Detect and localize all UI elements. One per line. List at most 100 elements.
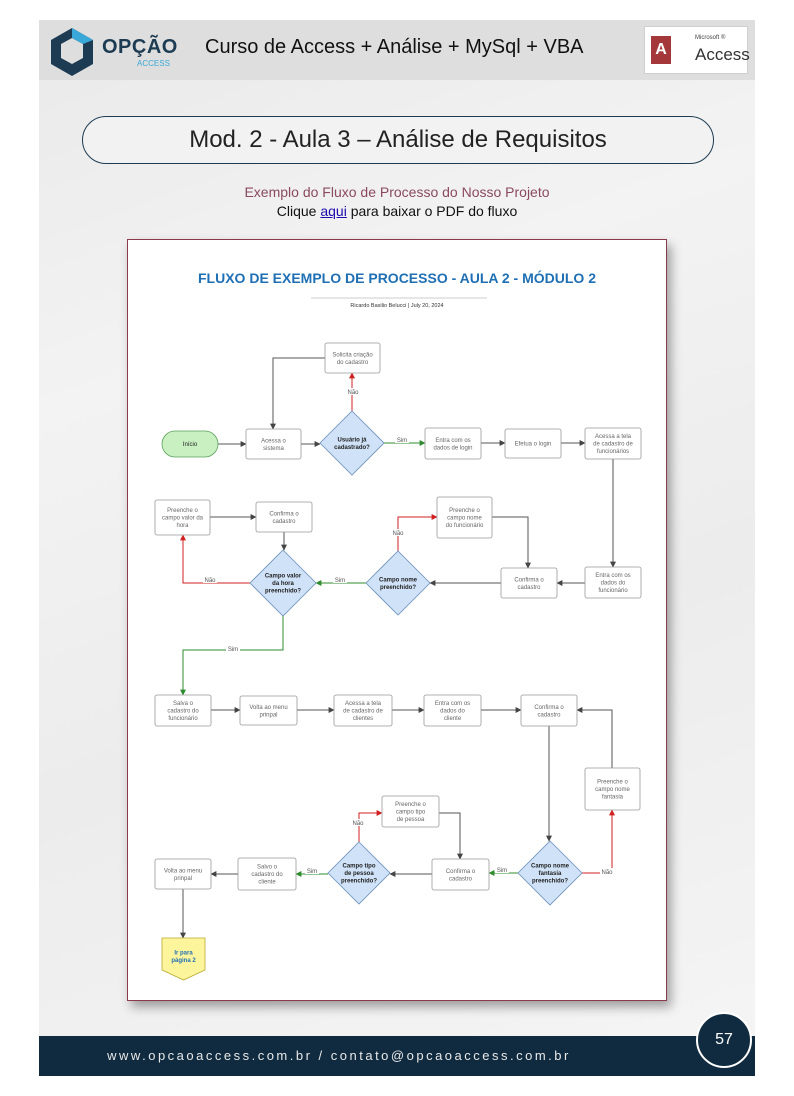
edge-label-sim: Sim — [335, 578, 345, 584]
lesson-title: Mod. 2 - Aula 3 – Análise de Requisitos — [82, 116, 714, 164]
flow-edges — [180, 357, 616, 939]
node-shape — [381, 795, 440, 828]
edge-label-nao: Não — [204, 578, 216, 584]
node-label: sistema — [263, 446, 284, 452]
flow-node-inicio: Início — [161, 430, 219, 458]
node-label: funcionário — [598, 588, 628, 594]
node-shape — [431, 858, 490, 891]
flow-connector — [180, 534, 250, 584]
node-shape — [154, 858, 212, 890]
node-shape — [436, 496, 493, 539]
node-label: Preenche o — [167, 508, 198, 514]
flow-node-acessa-sistema: Acessa o sistema — [245, 428, 302, 460]
node-shape — [500, 567, 558, 599]
flow-connector — [492, 516, 531, 569]
node-label: preenchido? — [341, 879, 377, 885]
node-label: de pessoa — [344, 871, 374, 877]
node-label: fantasia — [539, 871, 562, 877]
node-label: do cadastro — [337, 360, 369, 366]
edge-label-bg — [346, 388, 360, 395]
download-line: Clique aqui para baixar o PDF do fluxo — [39, 203, 755, 219]
node-label: cadastro — [449, 876, 473, 882]
flow-connector — [439, 812, 463, 860]
node-label: Confirma o — [269, 511, 299, 517]
node-label: Preenche o — [449, 508, 480, 514]
opcao-logo: OPÇÃO ACCESS — [47, 26, 177, 76]
node-label: de pessoa — [397, 817, 425, 823]
flow-nodes: Início Acessa o sistema Usuário já cadastrad… — [154, 342, 642, 981]
node-label: Acessa a tela — [345, 701, 382, 707]
node-label: campo tipo — [396, 810, 426, 816]
download-link[interactable]: aqui — [320, 203, 347, 219]
node-label: campo nome — [447, 516, 482, 522]
node-shape — [584, 427, 642, 460]
flow-title: FLUXO DE EXEMPLO DE PROCESSO - AULA 2 - … — [198, 269, 596, 286]
node-label: Campo tipo — [343, 864, 376, 870]
flow-connector — [576, 707, 613, 768]
node-label: Campo nome — [531, 864, 570, 870]
access-brand: Microsoft ® — [695, 35, 726, 41]
flow-connector — [180, 616, 284, 696]
flow-node-campo-nome: Campo nome preenchido? — [365, 550, 431, 616]
node-label: cadastrado? — [334, 445, 370, 451]
node-label: cadastro — [537, 712, 561, 718]
node-label: Campo valor — [265, 574, 302, 580]
node-shape — [154, 694, 212, 727]
node-shape — [333, 694, 393, 727]
flow-connector — [358, 810, 383, 842]
download-prefix: Clique — [276, 203, 321, 219]
edge-label-nao: Não — [601, 870, 613, 876]
node-label: campo valor da — [162, 516, 204, 522]
node-label: Entra com os — [435, 438, 470, 444]
node-label: cliente — [258, 880, 276, 886]
node-label: Volta ao menu — [249, 705, 287, 711]
node-shape — [365, 550, 431, 616]
node-label: do funcionário — [446, 523, 484, 529]
node-shape — [161, 937, 206, 981]
node-label: cadastro do — [167, 709, 199, 715]
edge-label-bg — [305, 867, 319, 874]
node-label: de cadastro de — [593, 442, 633, 448]
node-label: Campo nome — [379, 577, 418, 583]
access-logo: A Microsoft ® Access — [644, 26, 750, 74]
node-label: Usuário já — [337, 437, 367, 443]
node-label: dados de login — [433, 445, 472, 451]
node-label: Salva o — [173, 701, 194, 707]
node-label: Preenche o — [395, 802, 426, 808]
node-label: cadastro — [517, 585, 541, 591]
flow-connector — [582, 809, 615, 874]
edge-label-bg — [495, 866, 509, 873]
node-shape — [584, 767, 641, 811]
node-label: funcionários — [597, 449, 629, 455]
node-label: Ir para — [174, 950, 193, 956]
node-label: Entra com os — [595, 573, 630, 579]
node-label: campo nome — [595, 787, 630, 793]
flow-node-usuario-cadastrado: Usuário já cadastrado? — [319, 410, 385, 476]
footer-contact: www.opcaoaccess.com.br / contato@opcaoac… — [107, 1048, 571, 1063]
edge-label-bg — [203, 576, 217, 583]
edge-label-nao: Não — [352, 821, 364, 827]
node-label: preenchido? — [380, 585, 416, 591]
edge-label-bg — [226, 645, 240, 652]
flow-byline: Ricardo Basilio Belucci | July 20, 2024 — [350, 303, 443, 309]
node-shape — [239, 695, 298, 726]
node-shape — [249, 549, 317, 617]
node-label: Acessa o — [261, 438, 286, 444]
node-label: cadastro do — [251, 872, 283, 878]
logo-text: OPÇÃO — [102, 36, 178, 58]
node-label: Efetua o login — [515, 442, 552, 448]
logo-subtext: ACCESS — [137, 59, 170, 68]
